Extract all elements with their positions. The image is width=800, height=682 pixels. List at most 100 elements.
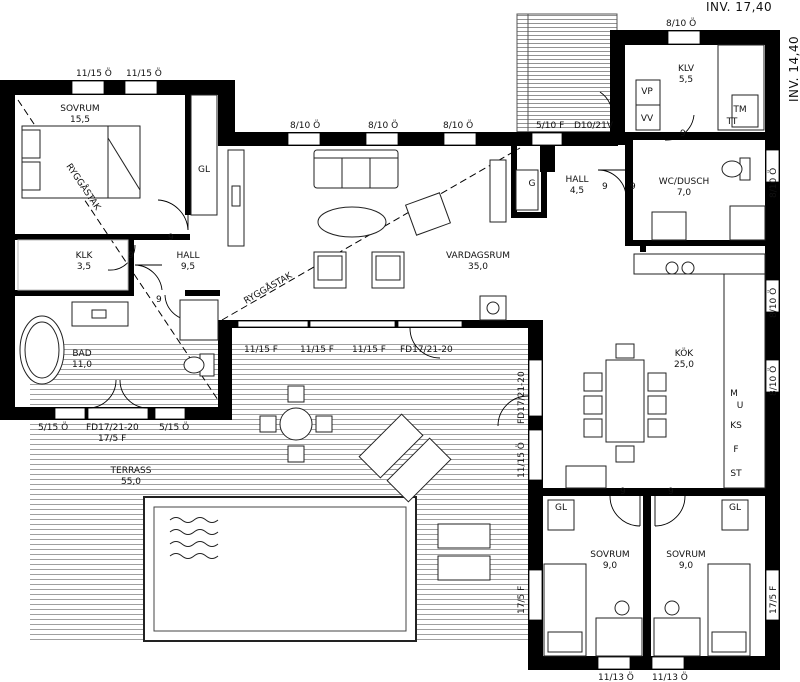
single-bed-icon <box>707 563 751 657</box>
door-swings <box>87 91 695 527</box>
room-name: SOVRUM <box>666 550 705 560</box>
window-label: 5/15 Ö <box>159 422 189 433</box>
room-name: SOVRUM <box>60 104 99 114</box>
room-name: TERRASS <box>110 466 152 476</box>
room-area: 9,0 <box>679 561 694 571</box>
chairs-icon <box>583 343 667 463</box>
room-area: 55,0 <box>121 477 141 487</box>
room-name: SOVRUM <box>590 550 629 560</box>
windows <box>54 30 780 670</box>
fixture-label: TM <box>732 105 746 115</box>
furniture <box>17 44 766 657</box>
wc-sink-icon <box>651 211 687 241</box>
room-area: 15,5 <box>70 115 90 125</box>
window-label: 11/15 F <box>300 345 334 355</box>
fixture-label: F <box>733 445 738 455</box>
patio-table-icon <box>259 385 333 463</box>
fixture-label: TT <box>726 117 738 127</box>
sun-lounger-icon <box>386 437 452 503</box>
fixture-label: G <box>529 179 536 189</box>
window-label: 11/13 Ö <box>598 672 634 682</box>
window-label: 5/15 Ö <box>38 422 68 433</box>
door-width: 9 <box>668 487 674 497</box>
fixture-label: KS <box>730 421 742 431</box>
window-label: 17/5 F <box>769 586 779 614</box>
room-area: 11,0 <box>72 360 92 370</box>
toilet-icon <box>183 353 215 377</box>
kitchen-cabinets-icon <box>723 273 766 489</box>
fireplace-icon <box>479 295 507 321</box>
window-label: 8/10 Ö <box>290 120 320 131</box>
wardrobe-icon <box>547 499 575 531</box>
room-area: 3,5 <box>77 262 91 272</box>
fixture-label: GL <box>555 503 567 513</box>
armchair-icon <box>404 192 452 236</box>
room-area: 9,0 <box>603 561 618 571</box>
door-width: 9 <box>128 251 134 261</box>
level-lower-label: INV. 14,40 <box>787 36 800 102</box>
bathtub-icon <box>19 315 65 385</box>
door-width: 9 <box>630 182 636 192</box>
desk-icon <box>595 600 643 657</box>
window-label: 11/13 Ö <box>652 672 688 682</box>
room-name: KÖK <box>675 348 694 359</box>
window-label: FD17/21-20 <box>517 371 527 424</box>
door-width-labels: 9 9 9 9 9 9 9 9 <box>128 129 686 497</box>
window-label: FD17/21-20 <box>86 423 139 433</box>
armchair-icon <box>371 251 405 289</box>
room-area: 5,5 <box>679 75 693 85</box>
fixture-label: GL <box>198 165 210 175</box>
pool <box>143 496 417 642</box>
shower-icon <box>179 299 219 341</box>
window-label: FD17/21-20 <box>400 345 453 355</box>
window-label: 17/5 F <box>517 586 527 614</box>
single-bed-icon <box>543 563 587 657</box>
wardrobe-icon <box>721 499 749 531</box>
dining-table-icon <box>605 359 645 443</box>
level-upper-label: INV. 17,40 <box>706 0 772 14</box>
fixture-label: GL <box>729 503 741 513</box>
fixture-label: VV <box>641 114 654 124</box>
window-label: 11/15 F <box>244 345 278 355</box>
room-name: VARDAGSRUM <box>446 251 510 261</box>
window-label: 8/10 Ö <box>768 168 779 198</box>
room-name: HALL <box>177 251 200 261</box>
double-bed-icon <box>21 125 141 199</box>
window-label: 5/10 F <box>536 121 564 131</box>
window-label: 8/10 Ö <box>443 120 473 131</box>
window-label: 8/10 Ö <box>666 18 696 29</box>
room-area: 4,5 <box>570 186 584 196</box>
window-label: D10/21V <box>574 121 614 131</box>
shelf-icon <box>489 159 507 223</box>
sun-lounger-icon <box>358 413 424 479</box>
window-label: 11/15 F <box>352 345 386 355</box>
room-name: KLK <box>76 251 94 261</box>
shower-tray-icon <box>729 205 766 241</box>
room-name: HALL <box>566 175 589 185</box>
room-area: 7,0 <box>677 188 692 198</box>
door-width: 9 <box>602 182 608 192</box>
window-labels: 11/15 Ö 11/15 Ö 8/10 Ö 8/10 Ö 8/10 Ö 8/1… <box>38 18 779 682</box>
ridge-label: RYGGÅSTAK <box>242 269 296 307</box>
level-labels: INV. 17,40 INV. 14,40 <box>706 0 800 102</box>
room-area: 25,0 <box>674 360 694 370</box>
sofa-icon <box>313 149 399 189</box>
wc-toilet-icon <box>721 157 751 181</box>
window-label: 8/10 Ö <box>368 120 398 131</box>
window-label: 11/15 Ö <box>126 68 162 79</box>
sideboard-icon <box>565 465 607 489</box>
door-width: 9 <box>168 233 174 243</box>
window-label: 8/10 Ö <box>768 366 779 396</box>
fixture-label: VP <box>641 87 653 97</box>
door-width: 9 <box>620 487 626 497</box>
door-width: 9 <box>680 129 686 139</box>
sun-lounger-icon <box>437 523 491 581</box>
kitchen-counter-icon <box>633 253 766 275</box>
window-label: 17/5 F <box>98 434 126 444</box>
room-name: KLV <box>678 64 695 74</box>
window-label: 11/15 Ö <box>76 68 112 79</box>
room-area: 35,0 <box>468 262 488 272</box>
door-width: 9 <box>156 295 162 305</box>
room-area: 9,5 <box>181 262 195 272</box>
